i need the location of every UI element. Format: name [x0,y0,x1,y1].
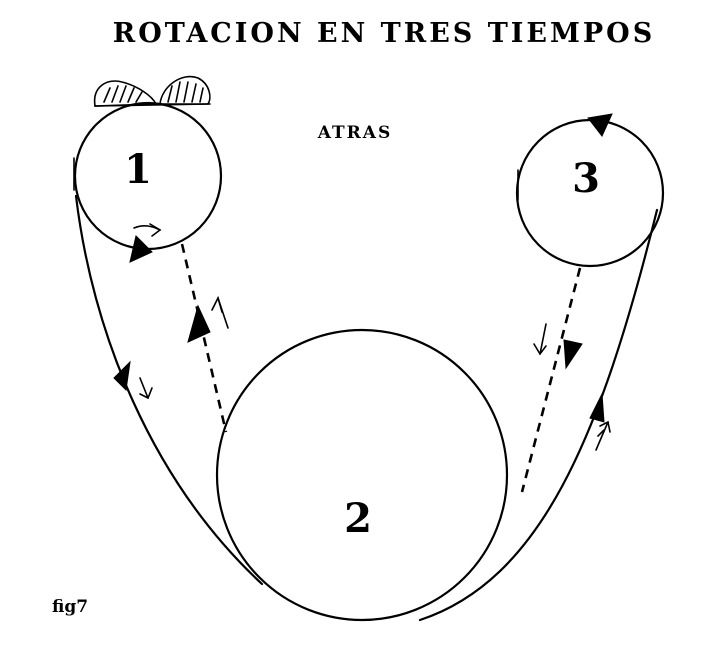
arrowhead-left-curve [113,360,131,392]
circle-3-label: 3 [572,155,600,202]
hands-icon [93,75,211,107]
figure-label: fig7 [52,597,88,617]
small-arrow-up-right [595,420,611,451]
circle-1-label: 1 [124,146,152,193]
arrowhead-dashed-up-left [187,304,211,343]
small-arrow-down-right [533,323,547,356]
circle-2 [215,328,509,622]
arrowhead-circle-1-bottom [129,235,153,263]
diagram-title: ROTACION EN TRES TIEMPOS [113,18,655,49]
dashed-path-3-to-2 [520,267,582,493]
circle-2-label: 2 [344,495,372,542]
arrowhead-circle-3-top [587,113,613,137]
small-arrow-down-left [139,377,153,400]
direction-label: ATRAS [317,123,393,143]
small-arrow-circle-1 [133,223,162,237]
small-arrow-up-left [211,295,229,329]
right-trajectory-curve [418,208,659,622]
arrowhead-right-curve [589,392,605,423]
arrowhead-dashed-down-right [563,339,583,370]
dashed-path-1-to-2 [180,243,228,433]
left-trajectory-curve [74,194,264,586]
